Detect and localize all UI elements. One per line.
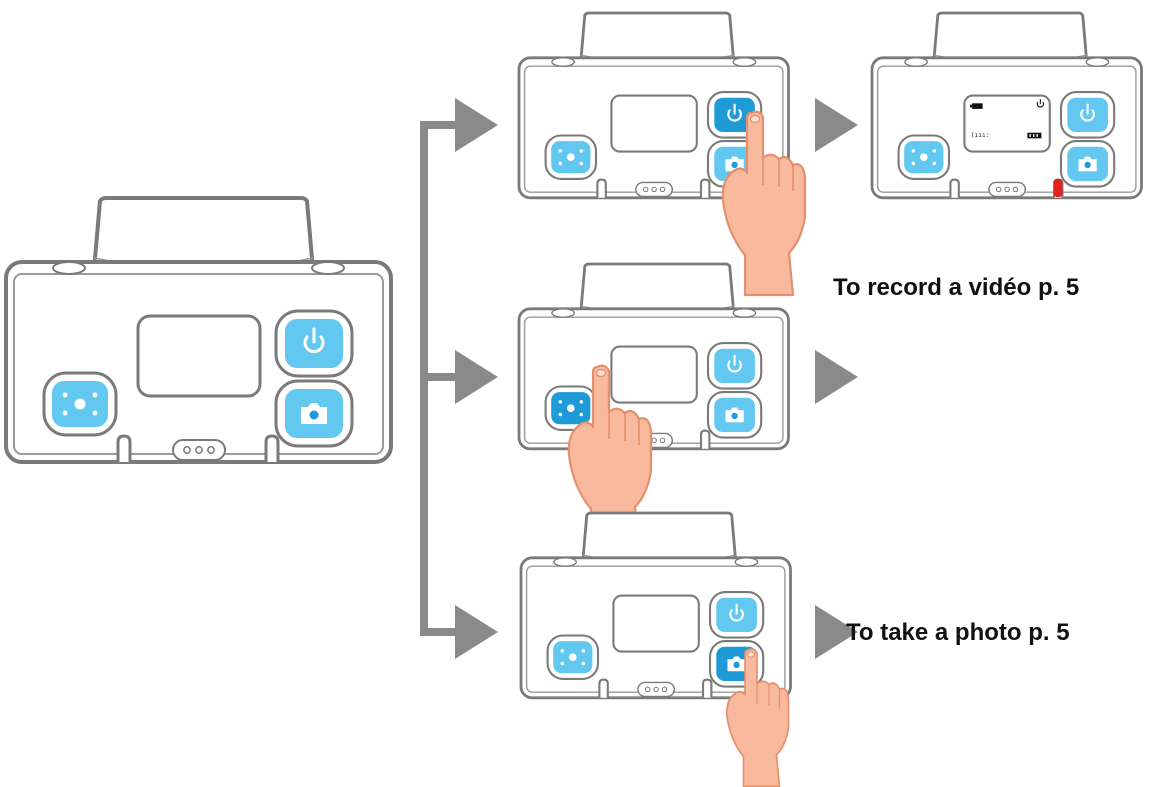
- arrow-icon: [815, 98, 858, 152]
- arrow-icon: [455, 98, 498, 152]
- camera-press-record: [517, 262, 790, 451]
- camera-powered-on: (ııı:: [870, 11, 1143, 200]
- arrow-icon: [815, 605, 858, 659]
- resolution-icon: [1027, 132, 1042, 139]
- status-led: [1054, 178, 1063, 198]
- flow-connector: [420, 98, 498, 659]
- arrow-icon: [455, 605, 498, 659]
- wifi-icon: (ııı:: [971, 132, 990, 139]
- battery-icon: [972, 103, 983, 109]
- record-video-caption: To record a vidéo p. 5: [833, 274, 1080, 301]
- arrow-icon: [815, 350, 858, 404]
- power-icon: [1036, 99, 1044, 108]
- camera-initial: [4, 196, 393, 464]
- take-photo-caption: To take a photo p. 5: [846, 619, 1070, 646]
- arrow-icon: [455, 350, 498, 404]
- power-button-pressed: [714, 97, 755, 132]
